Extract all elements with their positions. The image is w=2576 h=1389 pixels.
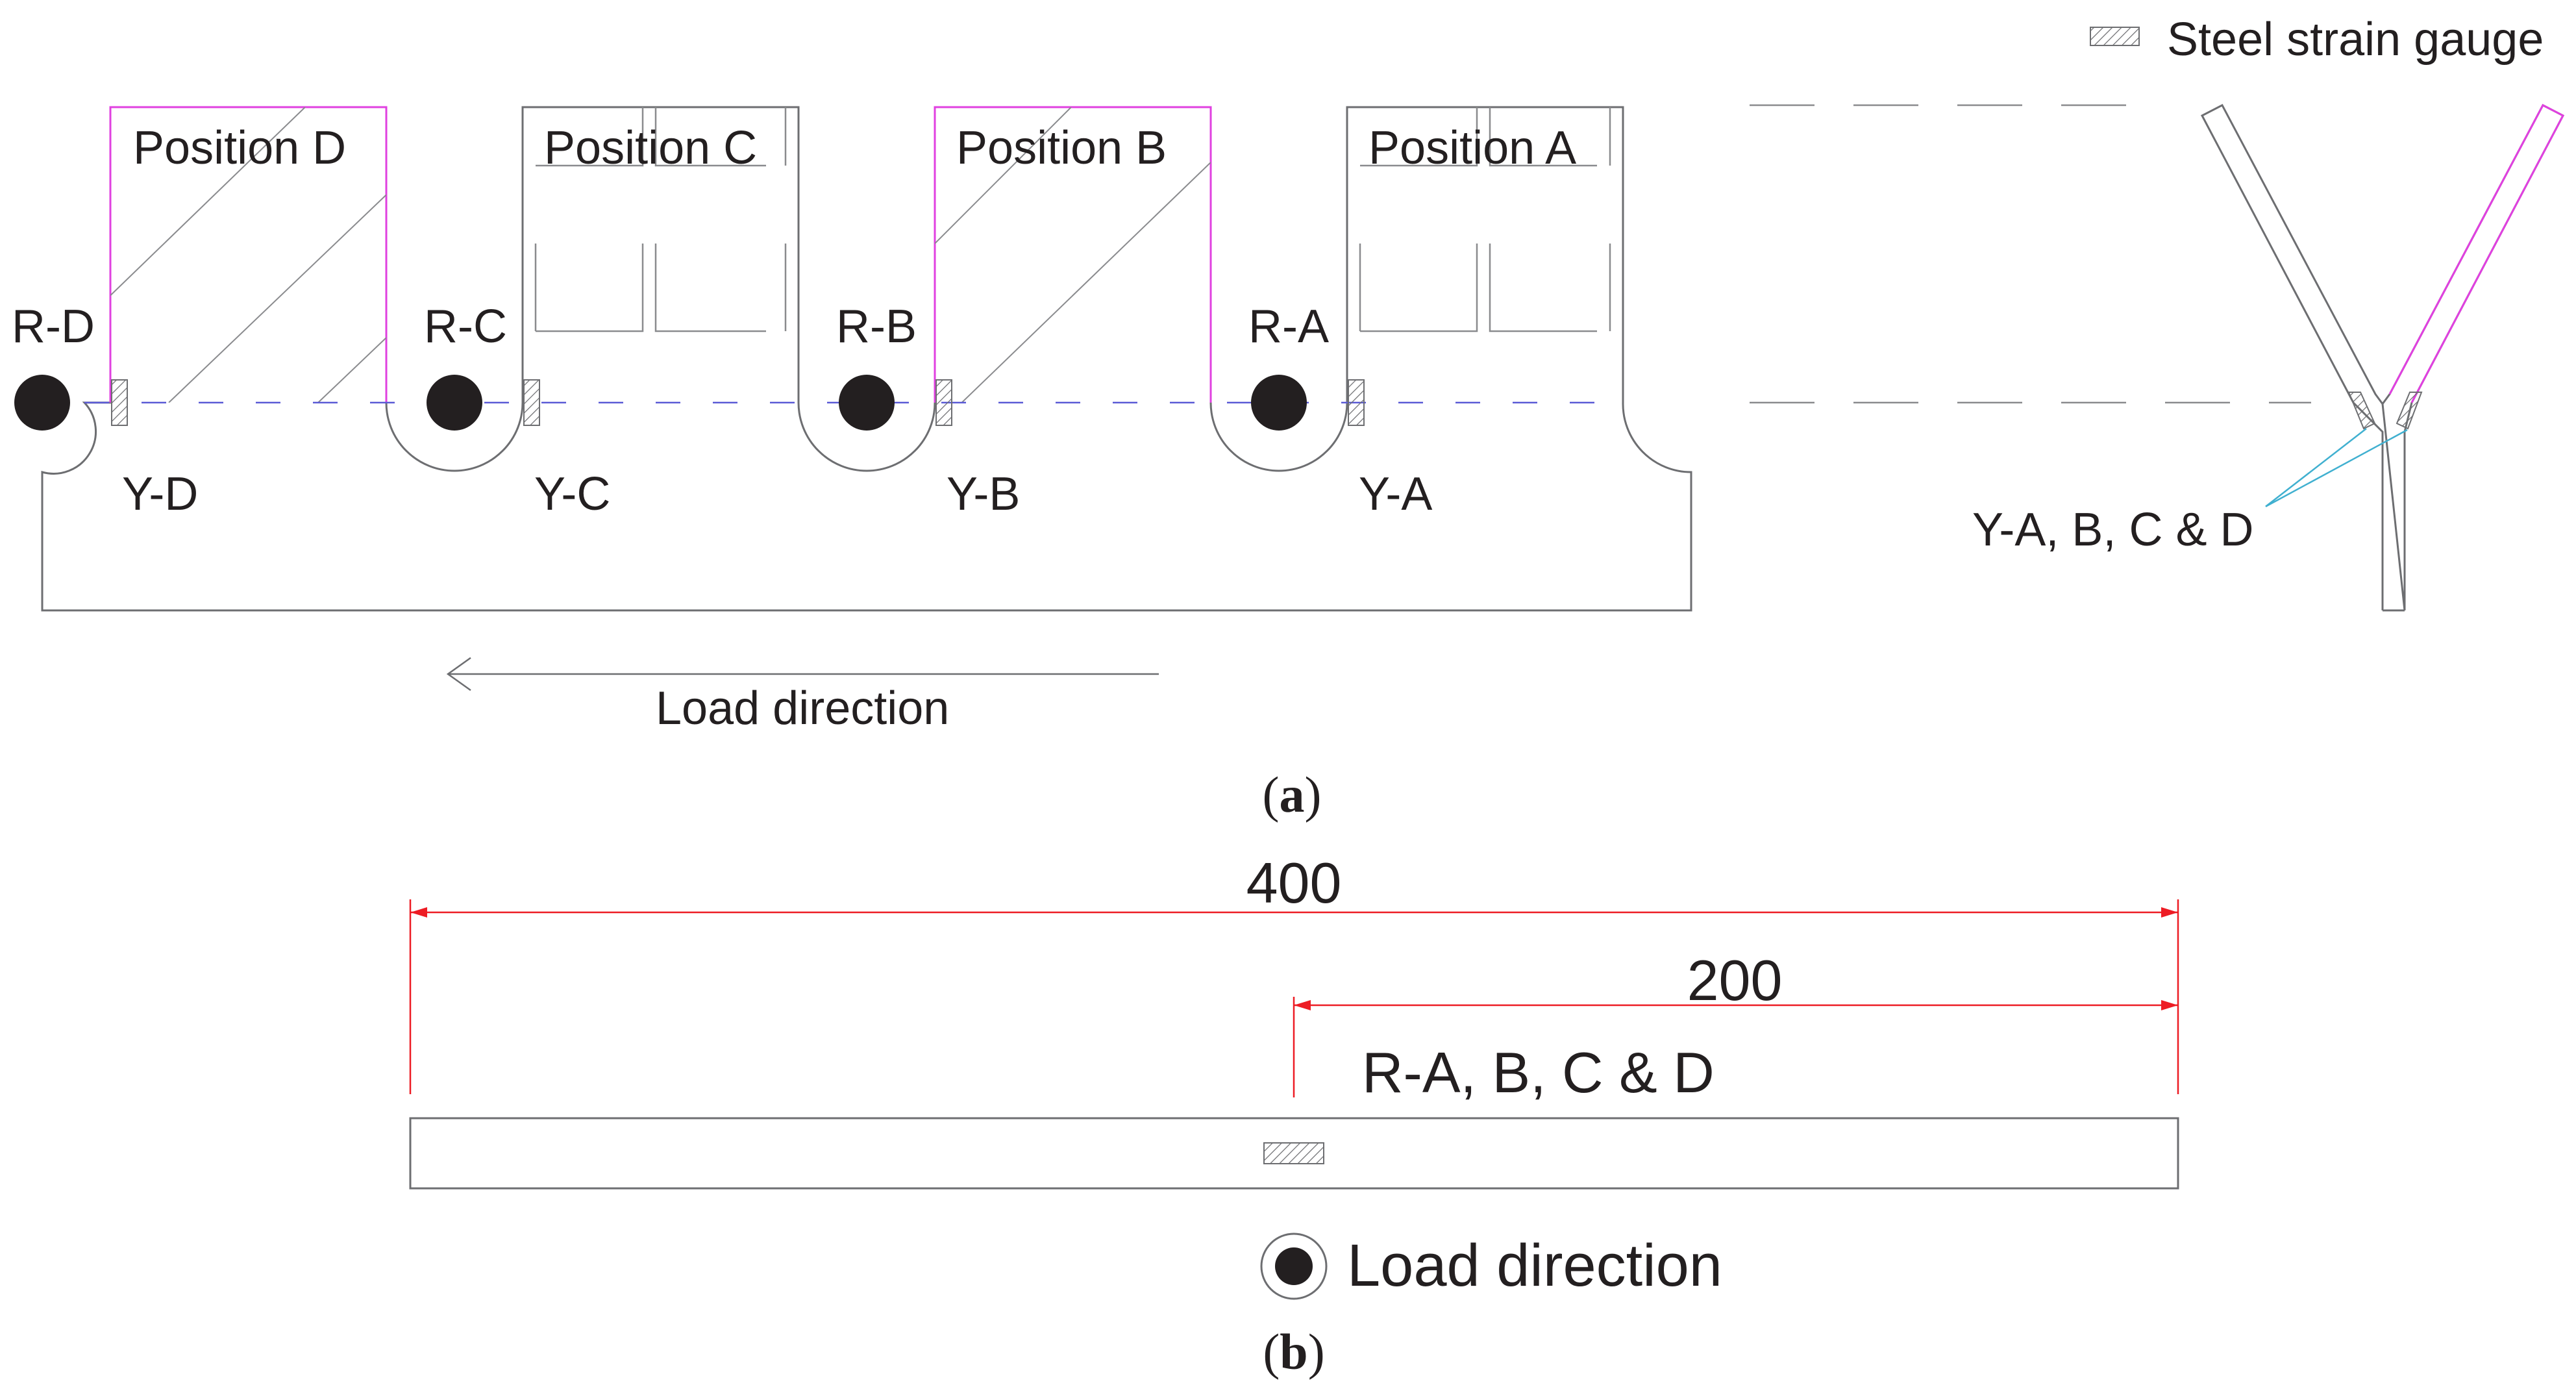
bolt-label-r-a: R-A xyxy=(1248,301,1329,353)
bolt-label-r-d: R-D xyxy=(12,301,95,353)
legend-gauge-swatch xyxy=(2090,27,2140,46)
gauge-label-y-a: Y-A xyxy=(1359,468,1432,520)
side-view-section xyxy=(2200,103,2565,612)
dimension-400 xyxy=(409,899,2179,1094)
bolt-r-b xyxy=(839,375,895,431)
strain-gauge-y-b xyxy=(935,379,952,426)
plate-plan-view xyxy=(409,1117,2179,1190)
gauge-position-label-b: R-A, B, C & D xyxy=(1362,1040,1715,1105)
strain-gauge-plan xyxy=(1263,1142,1324,1164)
strain-gauge-y-d xyxy=(111,379,128,426)
position-c-grid xyxy=(534,107,787,332)
load-direction-arrow xyxy=(446,657,1159,692)
position-d-highlight xyxy=(109,106,388,403)
bolt-label-r-b: R-B xyxy=(836,301,917,353)
side-gauge-left xyxy=(2347,392,2376,430)
bolt-r-d xyxy=(14,375,70,431)
panel-a: Position D Position C Position B Positio… xyxy=(12,14,2565,823)
dimension-200-label: 200 xyxy=(1687,948,1783,1012)
dimension-200 xyxy=(1293,997,2178,1097)
strain-gauge-y-c xyxy=(523,379,540,426)
load-direction-label-a: Load direction xyxy=(656,682,949,734)
dimension-400-label: 400 xyxy=(1246,851,1342,915)
position-b-label: Position B xyxy=(956,122,1167,174)
panel-b: 400 200 R-A, B, C & D Load direction (b) xyxy=(409,851,2179,1380)
base-plate-outline xyxy=(41,106,1692,612)
position-d-label: Position D xyxy=(133,122,346,174)
caption-a: (a) xyxy=(1263,766,1322,823)
side-gauge-right xyxy=(2396,392,2423,430)
strain-gauge-y-a xyxy=(1348,379,1365,426)
position-b-highlight xyxy=(934,106,1212,403)
bolt-label-r-c: R-C xyxy=(424,301,507,353)
position-c-label: Position C xyxy=(544,122,757,174)
caption-b: (b) xyxy=(1263,1323,1324,1380)
bolt-r-a xyxy=(1251,375,1307,431)
legend-gauge-label: Steel strain gauge xyxy=(2167,14,2544,66)
gauge-label-y-b: Y-B xyxy=(947,468,1020,520)
load-direction-symbol xyxy=(1260,1233,1328,1300)
load-direction-label-b: Load direction xyxy=(1347,1233,1722,1299)
side-gauge-label: Y-A, B, C & D xyxy=(1972,504,2253,556)
gauge-label-y-c: Y-C xyxy=(534,468,610,520)
position-a-label: Position A xyxy=(1368,122,1576,174)
gauge-label-y-d: Y-D xyxy=(122,468,198,520)
position-a-grid xyxy=(1359,107,1611,332)
bolt-r-c xyxy=(427,375,482,431)
